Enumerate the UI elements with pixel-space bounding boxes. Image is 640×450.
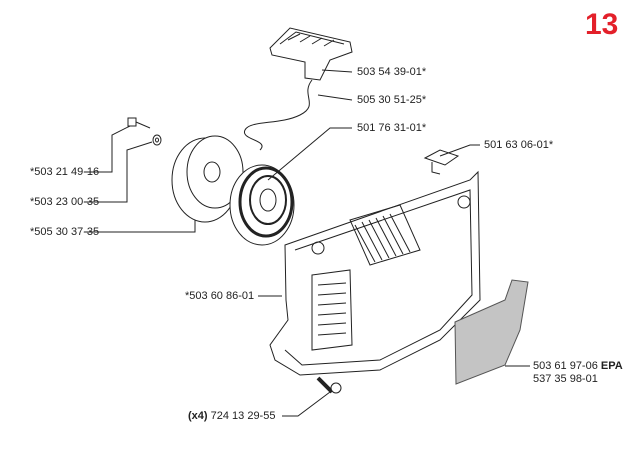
part-label-starter-handle: 503 54 39-01* — [357, 66, 427, 78]
housing-screw-part-number: 724 13 29-55 — [210, 410, 276, 422]
housing-screw-drawing — [316, 376, 342, 394]
starter-handle-drawing — [269, 27, 353, 81]
part-label-decal: 503 61 97-06 EPA — [533, 360, 623, 373]
part-label-starter-cord: 505 30 51-25* — [357, 94, 427, 106]
decal-part-number: 503 61 97-06 — [533, 360, 598, 372]
part-label-screw: *503 21 49-16 — [30, 166, 100, 178]
part-label-pulley: *505 30 37-35 — [30, 226, 100, 238]
recoil-spring-drawing — [229, 164, 295, 246]
part-label-grommet: 501 63 06-01* — [484, 139, 554, 151]
starter-housing-drawing — [269, 170, 481, 376]
quantity-label: (x4) — [188, 410, 208, 422]
leader-lines — [84, 69, 530, 417]
starter-cord-drawing — [244, 79, 313, 151]
part-label-recoil-spring: 501 76 31-01* — [357, 122, 427, 134]
decal-drawing — [454, 279, 529, 385]
part-label-washer: *503 23 00-35 — [30, 196, 100, 208]
figure-number: 13 — [585, 8, 619, 41]
decal-epa-suffix: EPA — [600, 360, 623, 372]
part-label-starter-housing: *503 60 86-01 — [185, 290, 255, 302]
grommet-drawing — [423, 149, 460, 175]
screw-drawing — [127, 117, 162, 146]
part-label-housing-screw: (x4) 724 13 29-55 — [188, 410, 275, 423]
part-label-decal-alt: 537 35 98-01 — [533, 373, 598, 385]
